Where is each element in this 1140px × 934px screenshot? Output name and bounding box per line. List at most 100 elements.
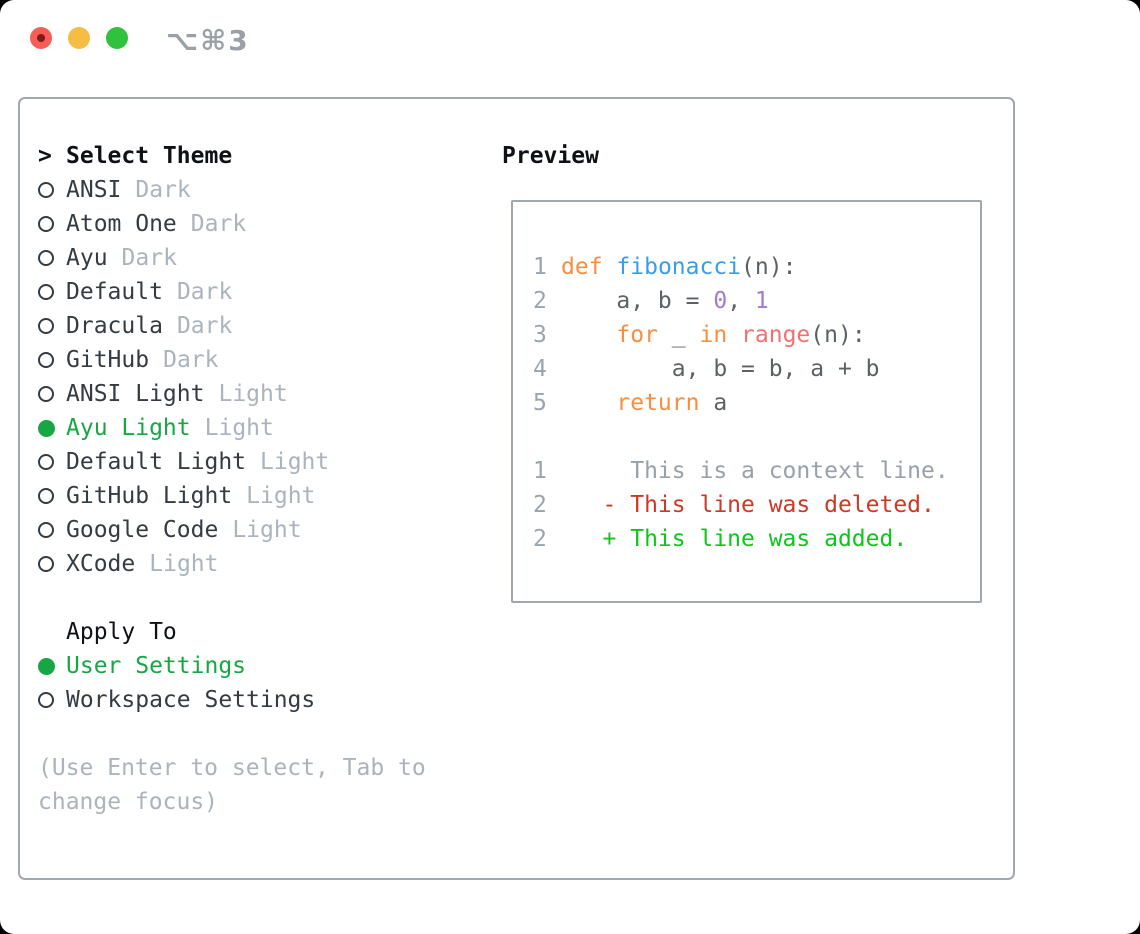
theme-option[interactable]: GitHub Dark: [38, 343, 458, 377]
code-token: [561, 390, 616, 416]
help-text: (Use Enter to select, Tab to change focu…: [38, 755, 426, 815]
code-token: a, b = b, a + b: [561, 356, 880, 382]
code-line: 1 This is a context line.: [533, 454, 980, 488]
theme-variant: Dark: [163, 347, 219, 373]
code-line: 1 def fibonacci(n):: [533, 250, 980, 284]
code-text: - This line was deleted.: [561, 492, 935, 518]
theme-variant: Dark: [121, 245, 177, 271]
theme-variant: Light: [232, 517, 302, 543]
code-token: return: [616, 390, 700, 416]
zoom-button[interactable]: [106, 27, 128, 49]
apply-option-label: User Settings: [66, 653, 247, 679]
code-text: def fibonacci(n):: [561, 254, 796, 280]
apply-option[interactable]: User Settings: [38, 649, 458, 683]
traffic-lights: [30, 27, 128, 49]
line-number: 4: [533, 356, 547, 382]
theme-name: GitHub: [66, 347, 150, 373]
theme-option[interactable]: GitHub Light Light: [38, 479, 458, 513]
theme-name: GitHub Light: [66, 483, 233, 509]
code-text: This is a context line.: [561, 458, 949, 484]
code-token: - This line was deleted.: [561, 492, 935, 518]
theme-option[interactable]: Ayu Dark: [38, 241, 458, 275]
code-token: + This line was added.: [561, 526, 908, 552]
code-line: 4 a, b = b, a + b: [533, 352, 980, 386]
theme-variant: Dark: [176, 313, 233, 339]
code-token: 0: [713, 288, 728, 314]
code-text: a, b = b, a + b: [561, 356, 880, 382]
apply-option-label: Workspace Settings: [66, 687, 316, 713]
code-line: [533, 420, 980, 454]
code-token: _: [657, 322, 700, 348]
theme-variant: Light: [246, 483, 316, 509]
code-token: a: [699, 390, 728, 416]
code-line: 2 - This line was deleted.: [533, 488, 980, 522]
minimize-button[interactable]: [68, 27, 90, 49]
theme-variant: Dark: [135, 177, 191, 203]
theme-name: ANSI: [66, 177, 122, 203]
prompt-icon: >: [38, 143, 52, 169]
radio-icon: [38, 522, 66, 538]
code-line: 2 + This line was added.: [533, 522, 980, 556]
code-token: This is a context line.: [561, 458, 949, 484]
code-token: [561, 322, 616, 348]
theme-name: Ayu: [66, 245, 108, 271]
code-line: 5 return a: [533, 386, 980, 420]
radio-icon: [38, 182, 66, 198]
line-number: 1: [533, 254, 547, 280]
theme-option[interactable]: ANSI Light Light: [38, 377, 458, 411]
radio-icon: [38, 454, 66, 470]
code-token: def: [561, 254, 603, 280]
theme-list-header: > Select Theme: [38, 139, 458, 173]
theme-variant: Light: [218, 381, 288, 407]
radio-icon: [38, 556, 66, 572]
line-number: 1: [533, 458, 547, 484]
theme-name: ANSI Light: [66, 381, 205, 407]
radio-icon: [38, 692, 66, 708]
code-token: range: [741, 322, 811, 348]
code-token: in: [699, 322, 728, 348]
radio-icon: [38, 318, 66, 334]
radio-icon: [38, 284, 66, 300]
close-button[interactable]: [30, 27, 52, 49]
theme-option[interactable]: Default Dark: [38, 275, 458, 309]
line-number: 5: [533, 390, 547, 416]
code-token: [603, 254, 617, 280]
radio-icon: [38, 419, 66, 437]
radio-icon: [38, 352, 66, 368]
theme-variant: Light: [149, 551, 219, 577]
theme-option[interactable]: Atom One Dark: [38, 207, 458, 241]
code-text: + This line was added.: [561, 526, 908, 552]
theme-name: Ayu Light: [66, 415, 191, 441]
code-token: [727, 322, 741, 348]
code-token: a, b =: [561, 288, 714, 314]
theme-name: Default: [66, 279, 163, 305]
code-text: a, b = 0, 1: [561, 288, 769, 314]
theme-option[interactable]: ANSI Dark: [38, 173, 458, 207]
code-token: ,: [727, 288, 755, 314]
apply-to-list: User Settings Workspace Settings: [38, 649, 458, 717]
theme-variant: Light: [260, 449, 330, 475]
theme-list-title: Select Theme: [66, 143, 233, 169]
radio-icon: [38, 657, 66, 675]
theme-variant: Dark: [176, 279, 233, 305]
window-title: ⌥⌘3: [166, 24, 250, 57]
code-text: return a: [561, 390, 727, 416]
radio-icon: [38, 250, 66, 266]
code-token: 1: [754, 288, 769, 314]
code-token: fibonacci: [616, 254, 742, 280]
code-line: 3 for _ in range(n):: [533, 318, 980, 352]
theme-name: Atom One: [66, 211, 177, 237]
code-token: for: [616, 322, 658, 348]
apply-to-title: Apply To: [66, 619, 177, 645]
apply-option[interactable]: Workspace Settings: [38, 683, 458, 717]
theme-variant: Dark: [190, 211, 247, 237]
